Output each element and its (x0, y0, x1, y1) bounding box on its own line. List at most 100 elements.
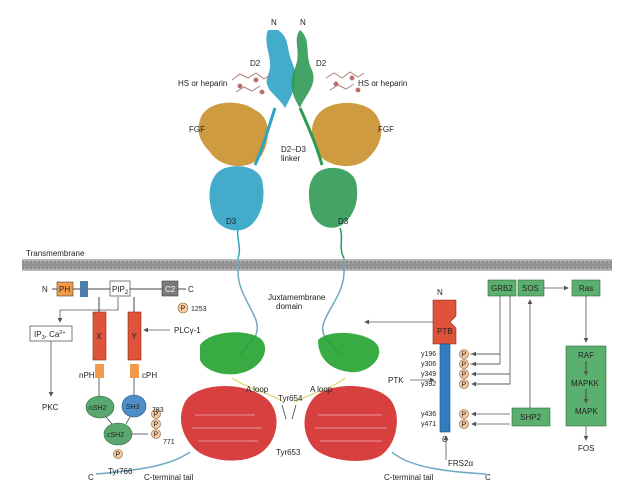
hs-right-label: HS or heparin (358, 79, 407, 88)
frs2-tail (439, 343, 451, 433)
extracellular-region: N N D2 D2 HS or heparin HS or heparin FG… (178, 18, 407, 259)
pkc-label: PKC (42, 403, 59, 412)
cph-label: cPH (142, 371, 157, 380)
y392-label: y392 (421, 381, 436, 388)
svg-text:P: P (116, 452, 121, 459)
p1253-label: 1253 (191, 306, 207, 313)
d3-right-domain (308, 167, 358, 228)
cph-domain (130, 364, 139, 378)
c-terminus-left: C (88, 473, 94, 482)
plc-n-terminus: N (42, 285, 48, 294)
plcg1-label: PLCγ-1 (174, 326, 201, 335)
plcg1-module: N PH PIP2 C2 C P 1253 IP3, Ca2+ PKC X Y … (29, 280, 207, 476)
y-label: Y (132, 332, 138, 341)
fgf-right-label: FGF (378, 125, 394, 134)
x-label: X (97, 332, 103, 341)
svg-text:P: P (462, 422, 467, 429)
p783-label: 783 (152, 407, 164, 414)
plc-c-terminus: C (188, 285, 194, 294)
pip2-label: PIP2 (112, 285, 129, 296)
sos-label: SOS (522, 284, 539, 293)
tyr653-label: Tyr653 (276, 448, 301, 457)
y471-label: y471 (421, 421, 436, 428)
d3-right-label: D3 (338, 217, 349, 226)
shp2-label: SHP2 (520, 413, 541, 422)
transmembrane-label: Transmembrane (26, 249, 85, 258)
svg-text:P: P (462, 362, 467, 369)
y306-label: y306 (421, 361, 436, 368)
n-terminus-left: N (271, 18, 277, 27)
c-terminal-tail-left-label: C-terminal tail (144, 473, 194, 482)
x-domain (92, 311, 107, 361)
fgf-right-ligand (311, 102, 382, 167)
ptb-label: PTB (437, 327, 453, 336)
nph-label: nPH (79, 371, 95, 380)
n-terminus-right: N (300, 18, 306, 27)
p771-label: 771 (163, 439, 175, 446)
kinase-n-lobe-left (200, 332, 266, 375)
d3-left-label: D3 (226, 217, 237, 226)
y196-label: y196 (421, 351, 436, 358)
kinase-c-lobe-right (304, 385, 397, 461)
sh3-label: SH3 (126, 404, 140, 411)
tyr766-label: Tyr766 (108, 467, 133, 476)
kinase-domains: A loop A loop Tyr654 Tyr653 C-terminal t… (88, 332, 491, 482)
frs2-phospho-sites: P P P P P P (459, 349, 469, 429)
svg-text:P: P (462, 352, 467, 359)
grb2-box (487, 279, 517, 297)
nsh2-domain (85, 395, 115, 419)
mapk-label: MAPK (575, 407, 598, 416)
hs-left-label: HS or heparin (178, 79, 227, 88)
ras-label: Ras (579, 284, 593, 293)
d2-left-label: D2 (250, 59, 261, 68)
ph-label: PH (59, 285, 70, 294)
svg-text:P: P (154, 432, 159, 439)
frs2-n-terminus: N (437, 288, 443, 297)
grb2-label: GRB2 (491, 284, 513, 293)
d3-left-domain (209, 166, 264, 231)
nph-domain (95, 364, 104, 378)
nsh2-label: nSH2 (89, 405, 107, 412)
fgf-left-label: FGF (189, 125, 205, 134)
frs2-c-terminus: C (442, 435, 448, 444)
kinase-n-lobe-right (318, 332, 380, 373)
tyr654-label: Tyr654 (278, 394, 303, 403)
ptb-domain (432, 299, 457, 345)
fos-label: FOS (578, 444, 594, 453)
raf-label: RAF (578, 351, 594, 360)
fgf-left-ligand (198, 102, 268, 167)
a-loop-right-label: A loop (310, 385, 333, 394)
kinase-c-lobe-left (180, 385, 277, 461)
heparin-right (325, 71, 365, 93)
frs2-label: FRS2α (448, 459, 473, 468)
d2-left-domain (266, 30, 296, 108)
svg-text:P: P (154, 412, 159, 419)
ras-mapk-pathway: GRB2 SOS Ras SHP2 RAF MAPKK MAPK FOS (487, 279, 607, 453)
mapk-cascade-box (565, 345, 607, 427)
svg-text:P: P (181, 306, 186, 313)
svg-text:P: P (462, 372, 467, 379)
a-loop-left-label: A loop (246, 385, 269, 394)
c-terminal-tail-right-label: C-terminal tail (384, 473, 434, 482)
ip3-ca-label: IP3, Ca2+ (34, 330, 66, 341)
mapkk-label: MAPKK (571, 379, 600, 388)
d2-right-label: D2 (316, 59, 327, 68)
y-domain (127, 311, 142, 361)
y349-label: y349 (421, 371, 436, 378)
heparin-left (231, 72, 271, 95)
ptk-label: PTK (388, 376, 404, 385)
plasma-membrane: Transmembrane (22, 249, 612, 271)
svg-text:P: P (154, 422, 159, 429)
svg-text:P: P (462, 382, 467, 389)
csh2-label: cSH2 (107, 432, 124, 439)
svg-text:P: P (462, 412, 467, 419)
shp2-box (511, 407, 551, 427)
frs2-module: N PTB C FRS2α y196 y306 y349 y392 y436 y… (364, 288, 511, 468)
c-terminus-right: C (485, 473, 491, 482)
c2-label: C2 (165, 285, 176, 294)
p1253-phospho (177, 302, 189, 314)
d2-right-domain (291, 30, 314, 108)
